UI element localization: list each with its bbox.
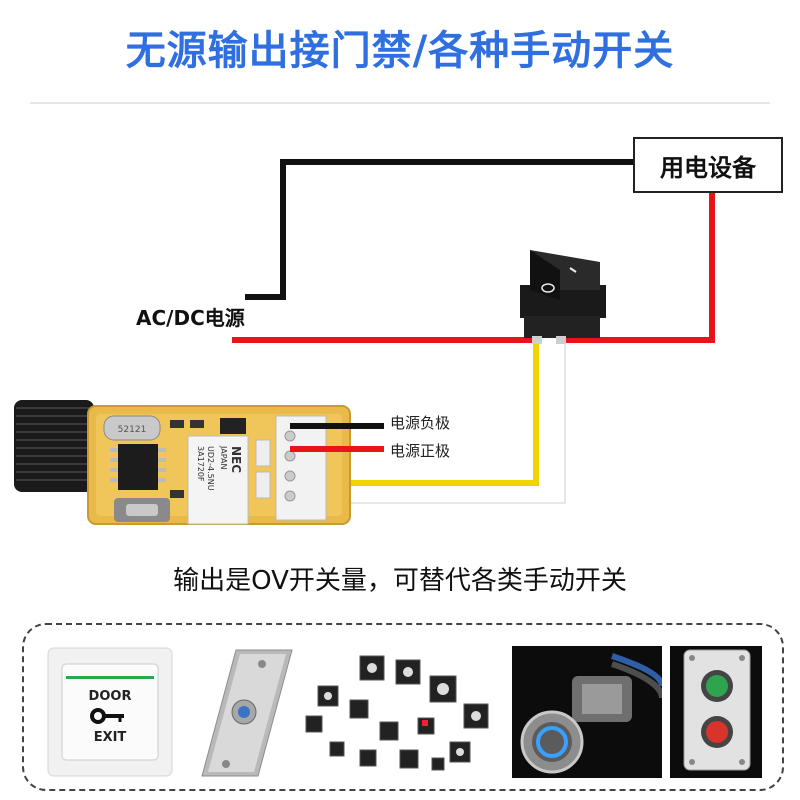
red-wire-device (560, 193, 715, 343)
board-wires (290, 423, 384, 452)
title-divider (30, 102, 770, 104)
power-source-label: AC/DC电源 (136, 306, 245, 330)
crystal-label: 52121 (118, 425, 147, 435)
yellow-wire (290, 342, 539, 486)
caption: 输出是OV开关量，可替代各类手动开关 (173, 566, 627, 596)
relay-brand: NEC (229, 446, 243, 473)
wiring-diagram (232, 159, 715, 504)
black-wire (245, 159, 633, 300)
exit-button-image: DOOR EXIT (46, 646, 174, 778)
tactile-switches-image (300, 646, 496, 778)
antenna-coil (14, 400, 94, 492)
rocker-switch (520, 250, 606, 344)
switch-examples-frame (22, 623, 784, 791)
relay-sub: JAPAN (219, 445, 228, 469)
relay-code: 3A1720F (196, 446, 205, 482)
positive-label: 电源正极 (390, 442, 451, 460)
exit-button-line2: EXIT (94, 730, 127, 745)
led-metal-button-image (512, 646, 662, 778)
page-title: 无源输出接门禁/各种手动开关 (125, 28, 675, 74)
exit-button-line1: DOOR (89, 689, 132, 704)
receiver-board: 52121 NEC JAPAN UD2-4.5NU 3A1720F (14, 400, 351, 525)
control-box-image (670, 646, 762, 778)
device-box: 用电设备 (633, 137, 783, 193)
key-icon (90, 708, 124, 724)
negative-label: 电源负极 (390, 414, 451, 432)
metal-plate-button-image (196, 646, 296, 778)
relay-model: UD2-4.5NU (206, 446, 215, 491)
